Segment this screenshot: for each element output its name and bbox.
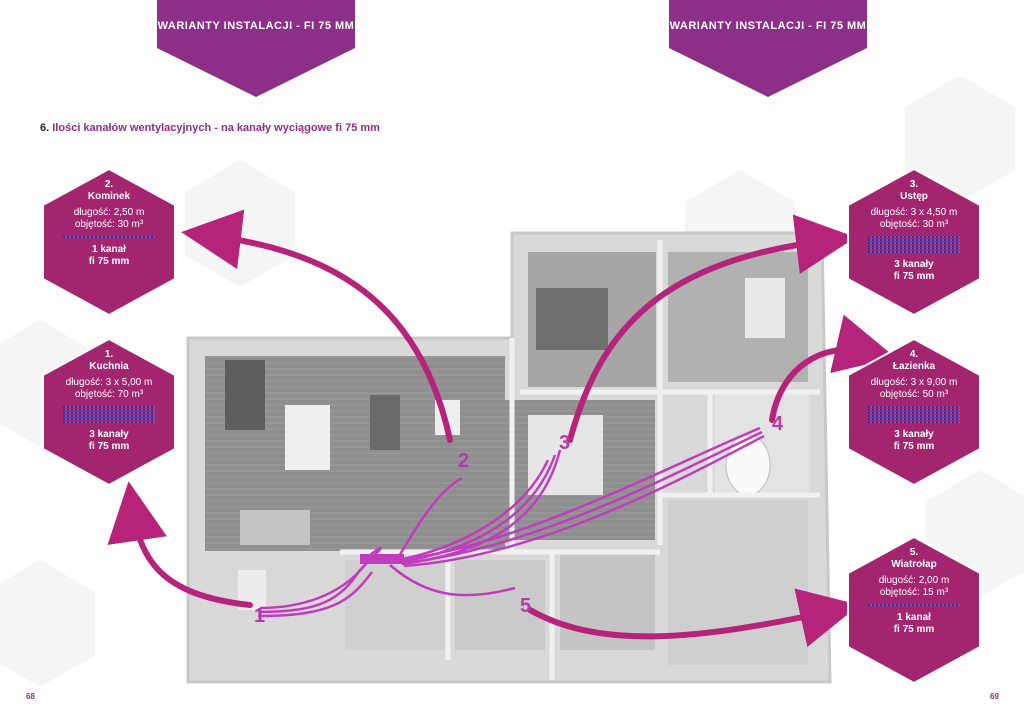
card-lazienka-duct-graphic (868, 406, 960, 423)
card-ustep-diameter: fi 75 mm (893, 271, 935, 282)
page-number-right: 69 (990, 692, 999, 701)
banner-right: WARIANTY INSTALACJI - FI 75 MM (669, 0, 867, 97)
card-wiatrolap-duct-graphic (868, 604, 960, 606)
card-kuchnia-diameter: fi 75 mm (88, 441, 130, 452)
laundry-floor (345, 560, 445, 650)
card-kominek: 2. Kominek długość: 2,50 m objętość: 30 … (41, 167, 177, 317)
card-kominek-index: 2. (104, 179, 114, 190)
card-ustep-length: długość: 3 x 4,50 m (870, 207, 958, 218)
marker-kominek: 2 (458, 450, 470, 472)
banner-left-text: WARIANTY INSTALACJI - FI 75 MM (157, 20, 355, 32)
section-number: 6. (40, 122, 50, 134)
card-wiatrolap-volume: objętość: 15 m³ (879, 587, 949, 598)
card-kuchnia: 1. Kuchnia długość: 3 x 5,00 m objętość:… (41, 337, 177, 487)
office-floor (668, 500, 808, 665)
card-kuchnia-index: 1. (104, 349, 114, 360)
card-lazienka-length: długość: 3 x 9,00 m (870, 377, 958, 388)
marker-lazienka: 4 (772, 413, 784, 435)
ventilation-ducts (257, 426, 765, 618)
card-kuchnia-name: Kuchnia (89, 361, 129, 372)
card-lazienka-count: 3 kanały (894, 429, 934, 440)
banner-right-text: WARIANTY INSTALACJI - FI 75 MM (669, 20, 867, 32)
card-lazienka-diameter: fi 75 mm (893, 441, 935, 452)
room-arrows (107, 209, 896, 648)
card-kominek-count: 1 kanał (92, 244, 126, 255)
card-kominek-name: Kominek (87, 191, 131, 202)
card-kuchnia-length: długość: 3 x 5,00 m (65, 377, 153, 388)
card-kuchnia-volume: objętość: 70 m³ (74, 389, 144, 400)
card-ustep-index: 3. (909, 179, 919, 190)
card-ustep-volume: objętość: 30 m³ (879, 219, 949, 230)
card-kominek-volume: objętość: 30 m³ (74, 219, 144, 230)
card-kominek-diameter: fi 75 mm (88, 256, 130, 267)
vestibule-floor (455, 560, 545, 650)
card-lazienka-volume: objętość: 50 m³ (879, 389, 949, 400)
card-kominek-duct-graphic (63, 236, 155, 238)
card-ustep-duct-graphic (868, 236, 960, 253)
wc-floor (528, 415, 603, 495)
section-title-text: Ilości kanałów wentylacyjnych - na kanał… (52, 122, 380, 134)
card-wiatrolap-count: 1 kanał (897, 612, 931, 623)
card-lazienka-index: 4. (909, 349, 919, 360)
marker-wiatrolap: 5 (520, 595, 532, 617)
card-lazienka: 4. Łazienka długość: 3 x 9,00 m objętość… (846, 337, 982, 487)
banner-left: WARIANTY INSTALACJI - FI 75 MM (157, 0, 355, 97)
marker-ustep: 3 (559, 432, 571, 454)
card-wiatrolap-length: długość: 2,00 m (878, 575, 950, 586)
card-kuchnia-duct-graphic (63, 406, 155, 423)
card-ustep-name: Ustęp (900, 191, 928, 202)
card-wiatrolap-name: Wiatrołap (891, 559, 937, 570)
bedroom2-floor (668, 252, 808, 382)
section-heading: 6. Ilości kanałów wentylacyjnych - na ka… (40, 122, 380, 134)
card-wiatrolap-diameter: fi 75 mm (893, 624, 935, 635)
card-wiatrolap-index: 5. (909, 547, 919, 558)
marker-kuchnia: 1 (254, 605, 266, 627)
card-ustep: 3. Ustęp długość: 3 x 4,50 m objętość: 3… (846, 167, 982, 317)
card-kuchnia-count: 3 kanały (89, 429, 129, 440)
duct-distributor (360, 554, 404, 564)
card-wiatrolap: 5. Wiatrołap długość: 2,00 m objętość: 1… (846, 535, 982, 685)
page-number-left: 68 (26, 692, 35, 701)
card-ustep-count: 3 kanały (894, 259, 934, 270)
card-lazienka-name: Łazienka (892, 361, 936, 372)
card-kominek-length: długość: 2,50 m (73, 207, 145, 218)
